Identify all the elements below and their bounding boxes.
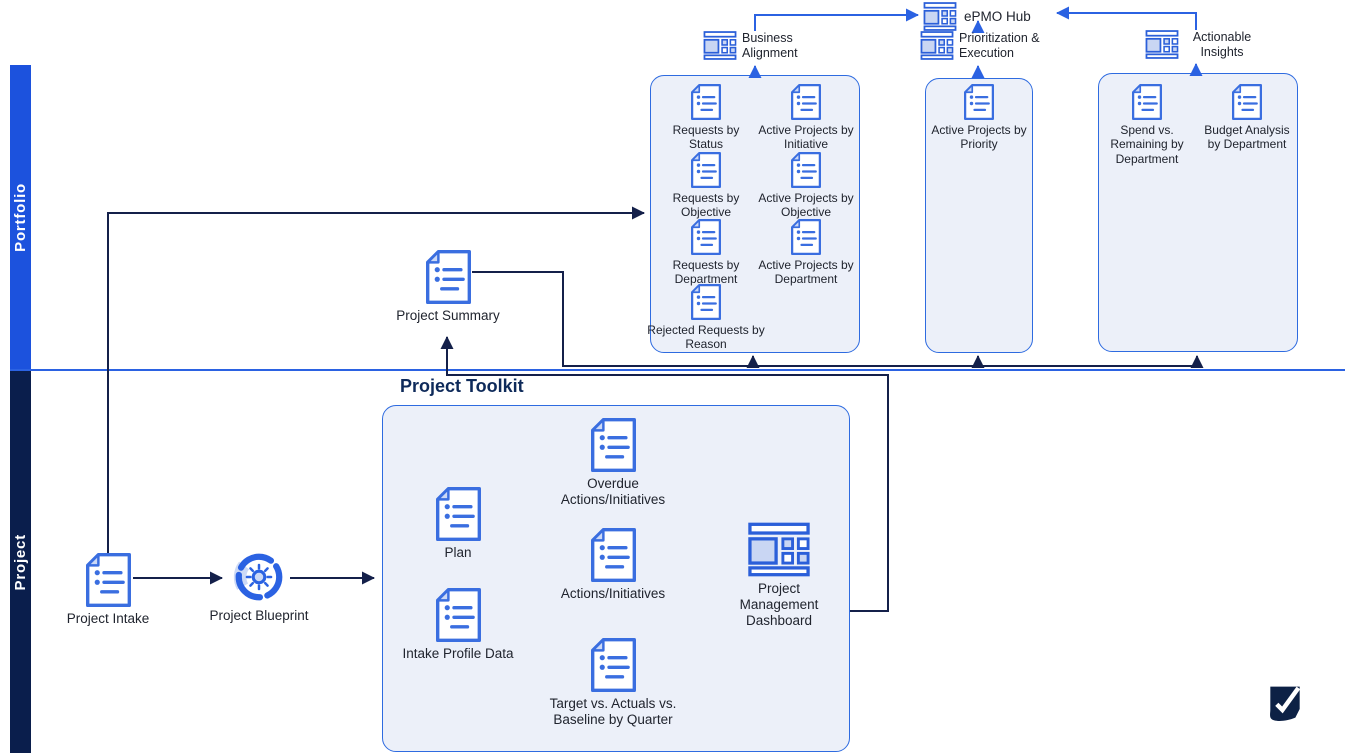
document-icon	[436, 588, 481, 642]
node-prioritization-execution: Prioritization & Execution	[920, 31, 1043, 61]
report-label: Active Projects by Priority	[931, 123, 1027, 152]
document-icon	[791, 219, 821, 255]
report-item: Active Projects by Department	[758, 219, 854, 287]
report-label: Requests by Objective	[672, 191, 740, 220]
document-icon	[691, 219, 721, 255]
toolkit-item: Intake Profile Data	[388, 588, 528, 662]
epmo-hub-label: ePMO Hub	[964, 8, 1031, 24]
blueprint-icon	[232, 550, 286, 604]
toolkit-item-label: Actions/Initiatives	[560, 586, 666, 601]
report-item: Active Projects by Initiative	[758, 84, 854, 152]
project-blueprint-label: Project Blueprint	[209, 608, 309, 623]
dashboard-icon	[703, 31, 737, 60]
node-epmo-hub: ePMO Hub	[921, 2, 1031, 31]
document-icon	[436, 487, 481, 541]
document-icon	[426, 250, 471, 304]
dashboard-icon	[748, 522, 810, 577]
report-label: Active Projects by Objective	[758, 191, 854, 220]
report-label: Requests by Status	[672, 123, 740, 152]
report-item: Active Projects by Objective	[758, 152, 854, 220]
toolkit-item-label: Plan	[444, 545, 472, 560]
toolkit-item-label: Target vs. Actuals vs. Baseline by Quart…	[549, 696, 677, 728]
document-icon	[1232, 84, 1262, 120]
portfolio-lane-label: Portfolio	[12, 183, 29, 252]
report-item: Rejected Requests by Reason	[646, 284, 766, 352]
dashboard-icon	[1145, 30, 1179, 59]
document-icon	[1132, 84, 1162, 120]
document-icon	[86, 553, 131, 607]
document-icon	[791, 152, 821, 188]
document-icon	[964, 84, 994, 120]
node-actionable-insights: Actionable Insights	[1145, 30, 1260, 60]
document-icon	[691, 84, 721, 120]
node-business-alignment: Business Alignment	[703, 31, 812, 61]
report-label: Rejected Requests by Reason	[647, 323, 765, 352]
prioritization-execution-label: Prioritization & Execution	[959, 31, 1040, 60]
toolkit-item-label: Project Management Dashboard	[739, 581, 819, 629]
toolkit-item-label: Intake Profile Data	[402, 646, 514, 661]
project-intake-label: Project Intake	[66, 611, 150, 626]
toolkit-item: Plan	[408, 487, 508, 561]
report-label: Active Projects by Department	[758, 258, 854, 287]
dashboard-icon	[921, 2, 959, 31]
smartsheet-logo-icon	[1266, 682, 1304, 724]
toolkit-item-dashboard: Project Management Dashboard	[724, 522, 834, 630]
document-icon	[691, 152, 721, 188]
document-icon	[691, 284, 721, 320]
project-lane-bar: Project	[10, 371, 31, 753]
report-label: Spend vs. Remaining by Department	[1110, 123, 1184, 166]
dashboard-icon	[920, 31, 954, 60]
document-icon	[591, 638, 636, 692]
business-alignment-label: Business Alignment	[742, 31, 798, 60]
lane-divider	[10, 369, 1345, 371]
report-item: Requests by Department	[661, 219, 751, 287]
toolkit-item: Overdue Actions/Initiatives	[543, 418, 683, 508]
document-icon	[591, 418, 636, 472]
report-item: Requests by Status	[664, 84, 748, 152]
actionable-insights-label: Actionable Insights	[1192, 30, 1252, 59]
report-label: Active Projects by Initiative	[758, 123, 854, 152]
toolkit-item: Target vs. Actuals vs. Baseline by Quart…	[528, 638, 698, 728]
toolkit-item: Actions/Initiatives	[543, 528, 683, 602]
report-label: Budget Analysis by Department	[1204, 123, 1290, 152]
report-item: Spend vs. Remaining by Department	[1099, 84, 1195, 166]
report-item: Active Projects by Priority	[931, 84, 1027, 152]
toolkit-item-label: Overdue Actions/Initiatives	[560, 476, 666, 508]
project-toolkit-title: Project Toolkit	[400, 376, 524, 396]
document-icon	[791, 84, 821, 120]
node-project-intake: Project Intake	[48, 553, 168, 627]
project-lane-label: Project	[12, 533, 29, 591]
report-item: Requests by Objective	[664, 152, 748, 220]
document-icon	[591, 528, 636, 582]
report-label: Requests by Department	[672, 258, 740, 287]
portfolio-lane-bar: Portfolio	[10, 65, 31, 370]
node-project-summary: Project Summary	[378, 250, 518, 324]
project-summary-label: Project Summary	[396, 308, 500, 323]
node-project-blueprint: Project Blueprint	[194, 550, 324, 624]
report-item: Budget Analysis by Department	[1197, 84, 1297, 152]
